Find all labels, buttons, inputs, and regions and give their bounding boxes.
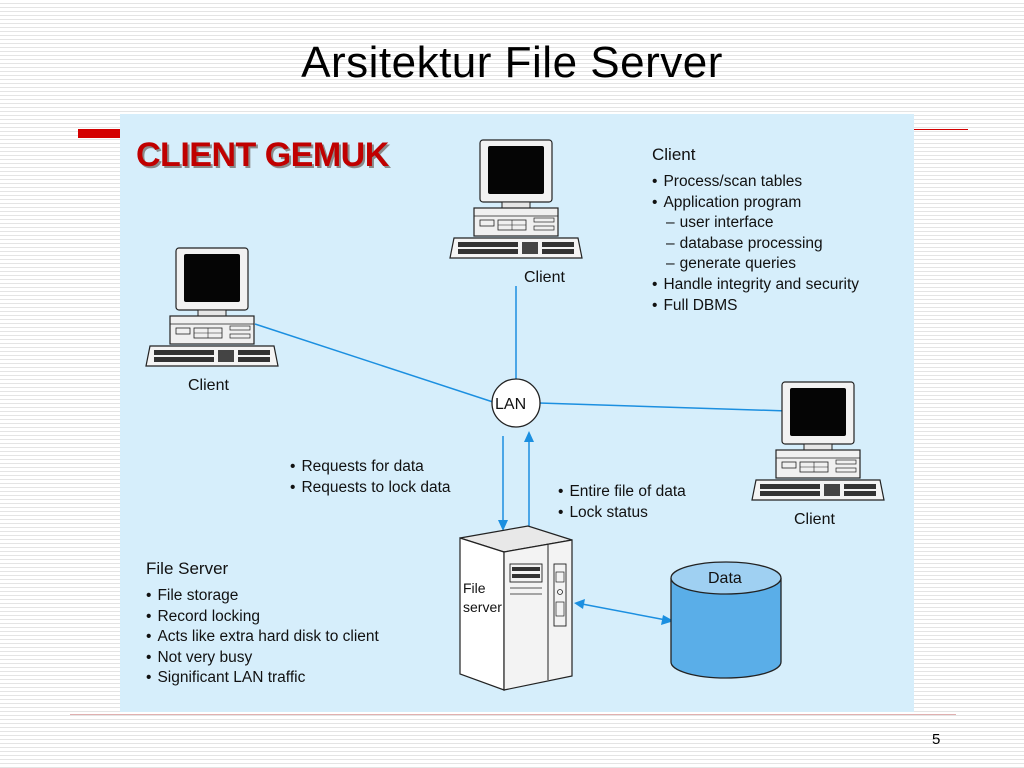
list-item: user interface <box>652 213 859 234</box>
page-number: 5 <box>932 731 941 748</box>
client-left-label: Client <box>188 377 229 394</box>
accent-line <box>914 129 968 130</box>
client-top-pc <box>449 139 583 259</box>
accent-bar <box>78 129 122 138</box>
file-server-device-label: server <box>463 599 502 615</box>
list-item: Acts like extra hard disk to client <box>146 627 378 648</box>
list-item: File storage <box>146 586 379 607</box>
list-item: database processing <box>652 234 859 255</box>
lan-hub <box>491 378 541 428</box>
file-server-device-label: File <box>463 580 486 596</box>
list-item: Full DBMS <box>652 296 859 317</box>
list-item: Significant LAN traffic <box>146 668 379 689</box>
data-cylinder-icon <box>670 561 782 679</box>
client-top-label: Client <box>524 269 565 286</box>
list-item: Application program <box>652 193 859 214</box>
diagram-panel: CLIENT GEMUK <box>120 114 914 712</box>
client-box-list: Process/scan tables Application program … <box>652 172 859 316</box>
requests-list: Requests for data Requests to lock data <box>290 457 451 499</box>
file-server-list: File storage Record locking Acts like ex… <box>146 586 379 689</box>
list-item: Requests to lock data <box>290 478 450 499</box>
list-item: generate queries <box>652 254 859 275</box>
file-server-device <box>459 525 573 691</box>
client-box-title: Client <box>652 145 696 164</box>
slide-title: Arsitektur File Server <box>301 38 723 87</box>
list-item: Handle integrity and security <box>652 275 859 296</box>
list-item: Requests for data <box>290 457 451 478</box>
list-item: Not very busy <box>146 648 379 669</box>
list-item: Process/scan tables <box>652 172 859 193</box>
client-left-pc <box>145 247 279 367</box>
lan-label: LAN <box>495 396 527 413</box>
footer-line <box>70 714 956 715</box>
file-server-title: File Server <box>146 559 229 578</box>
list-item: Record locking <box>146 607 379 628</box>
diagram-heading: CLIENT GEMUK <box>136 136 389 174</box>
list-item: Lock status <box>558 503 686 524</box>
architecture-diagram <box>145 139 885 691</box>
responses-list: Entire file of data Lock status <box>558 482 686 524</box>
client-right-label: Client <box>794 511 835 528</box>
client-right-pc <box>751 381 885 501</box>
data-label: Data <box>708 570 742 587</box>
list-item: Entire file of data <box>558 482 685 503</box>
